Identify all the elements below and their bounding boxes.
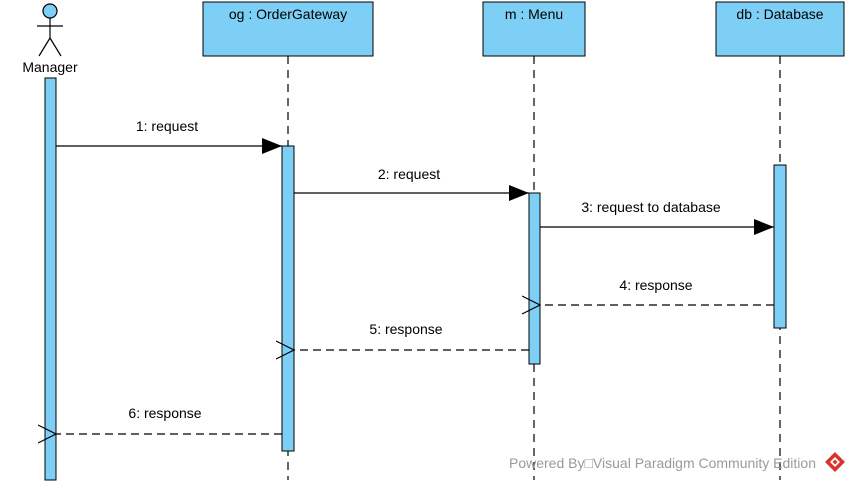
- visual-paradigm-logo-icon: [825, 452, 845, 472]
- message-2-label: 2: request: [378, 166, 440, 182]
- activation-bar-og[interactable]: [281, 145, 295, 452]
- actor-name: Manager: [22, 59, 78, 75]
- activation-bar-manager[interactable]: [44, 77, 57, 481]
- message-5-label: 5: response: [369, 321, 442, 337]
- watermark-text: Powered By□Visual Paradigm Community Edi…: [509, 455, 816, 471]
- activation-bar-db[interactable]: [773, 164, 787, 329]
- activation-bar-m[interactable]: [528, 192, 541, 365]
- lifeline-label-m: m : Menu: [505, 6, 563, 22]
- lifeline-head-og[interactable]: og : OrderGateway: [202, 1, 374, 57]
- lifeline-head-db[interactable]: db : Database: [715, 1, 845, 57]
- message-4-label: 4: response: [619, 277, 692, 293]
- lifeline-label-og: og : OrderGateway: [229, 6, 347, 22]
- lifeline-label-db: db : Database: [736, 6, 823, 22]
- message-3-label: 3: request to database: [581, 199, 721, 215]
- message-6-label: 6: response: [128, 405, 201, 421]
- stick-figure-icon[interactable]: [37, 3, 63, 57]
- lifeline-head-m[interactable]: m : Menu: [482, 1, 586, 57]
- message-1-label: 1: request: [136, 118, 198, 134]
